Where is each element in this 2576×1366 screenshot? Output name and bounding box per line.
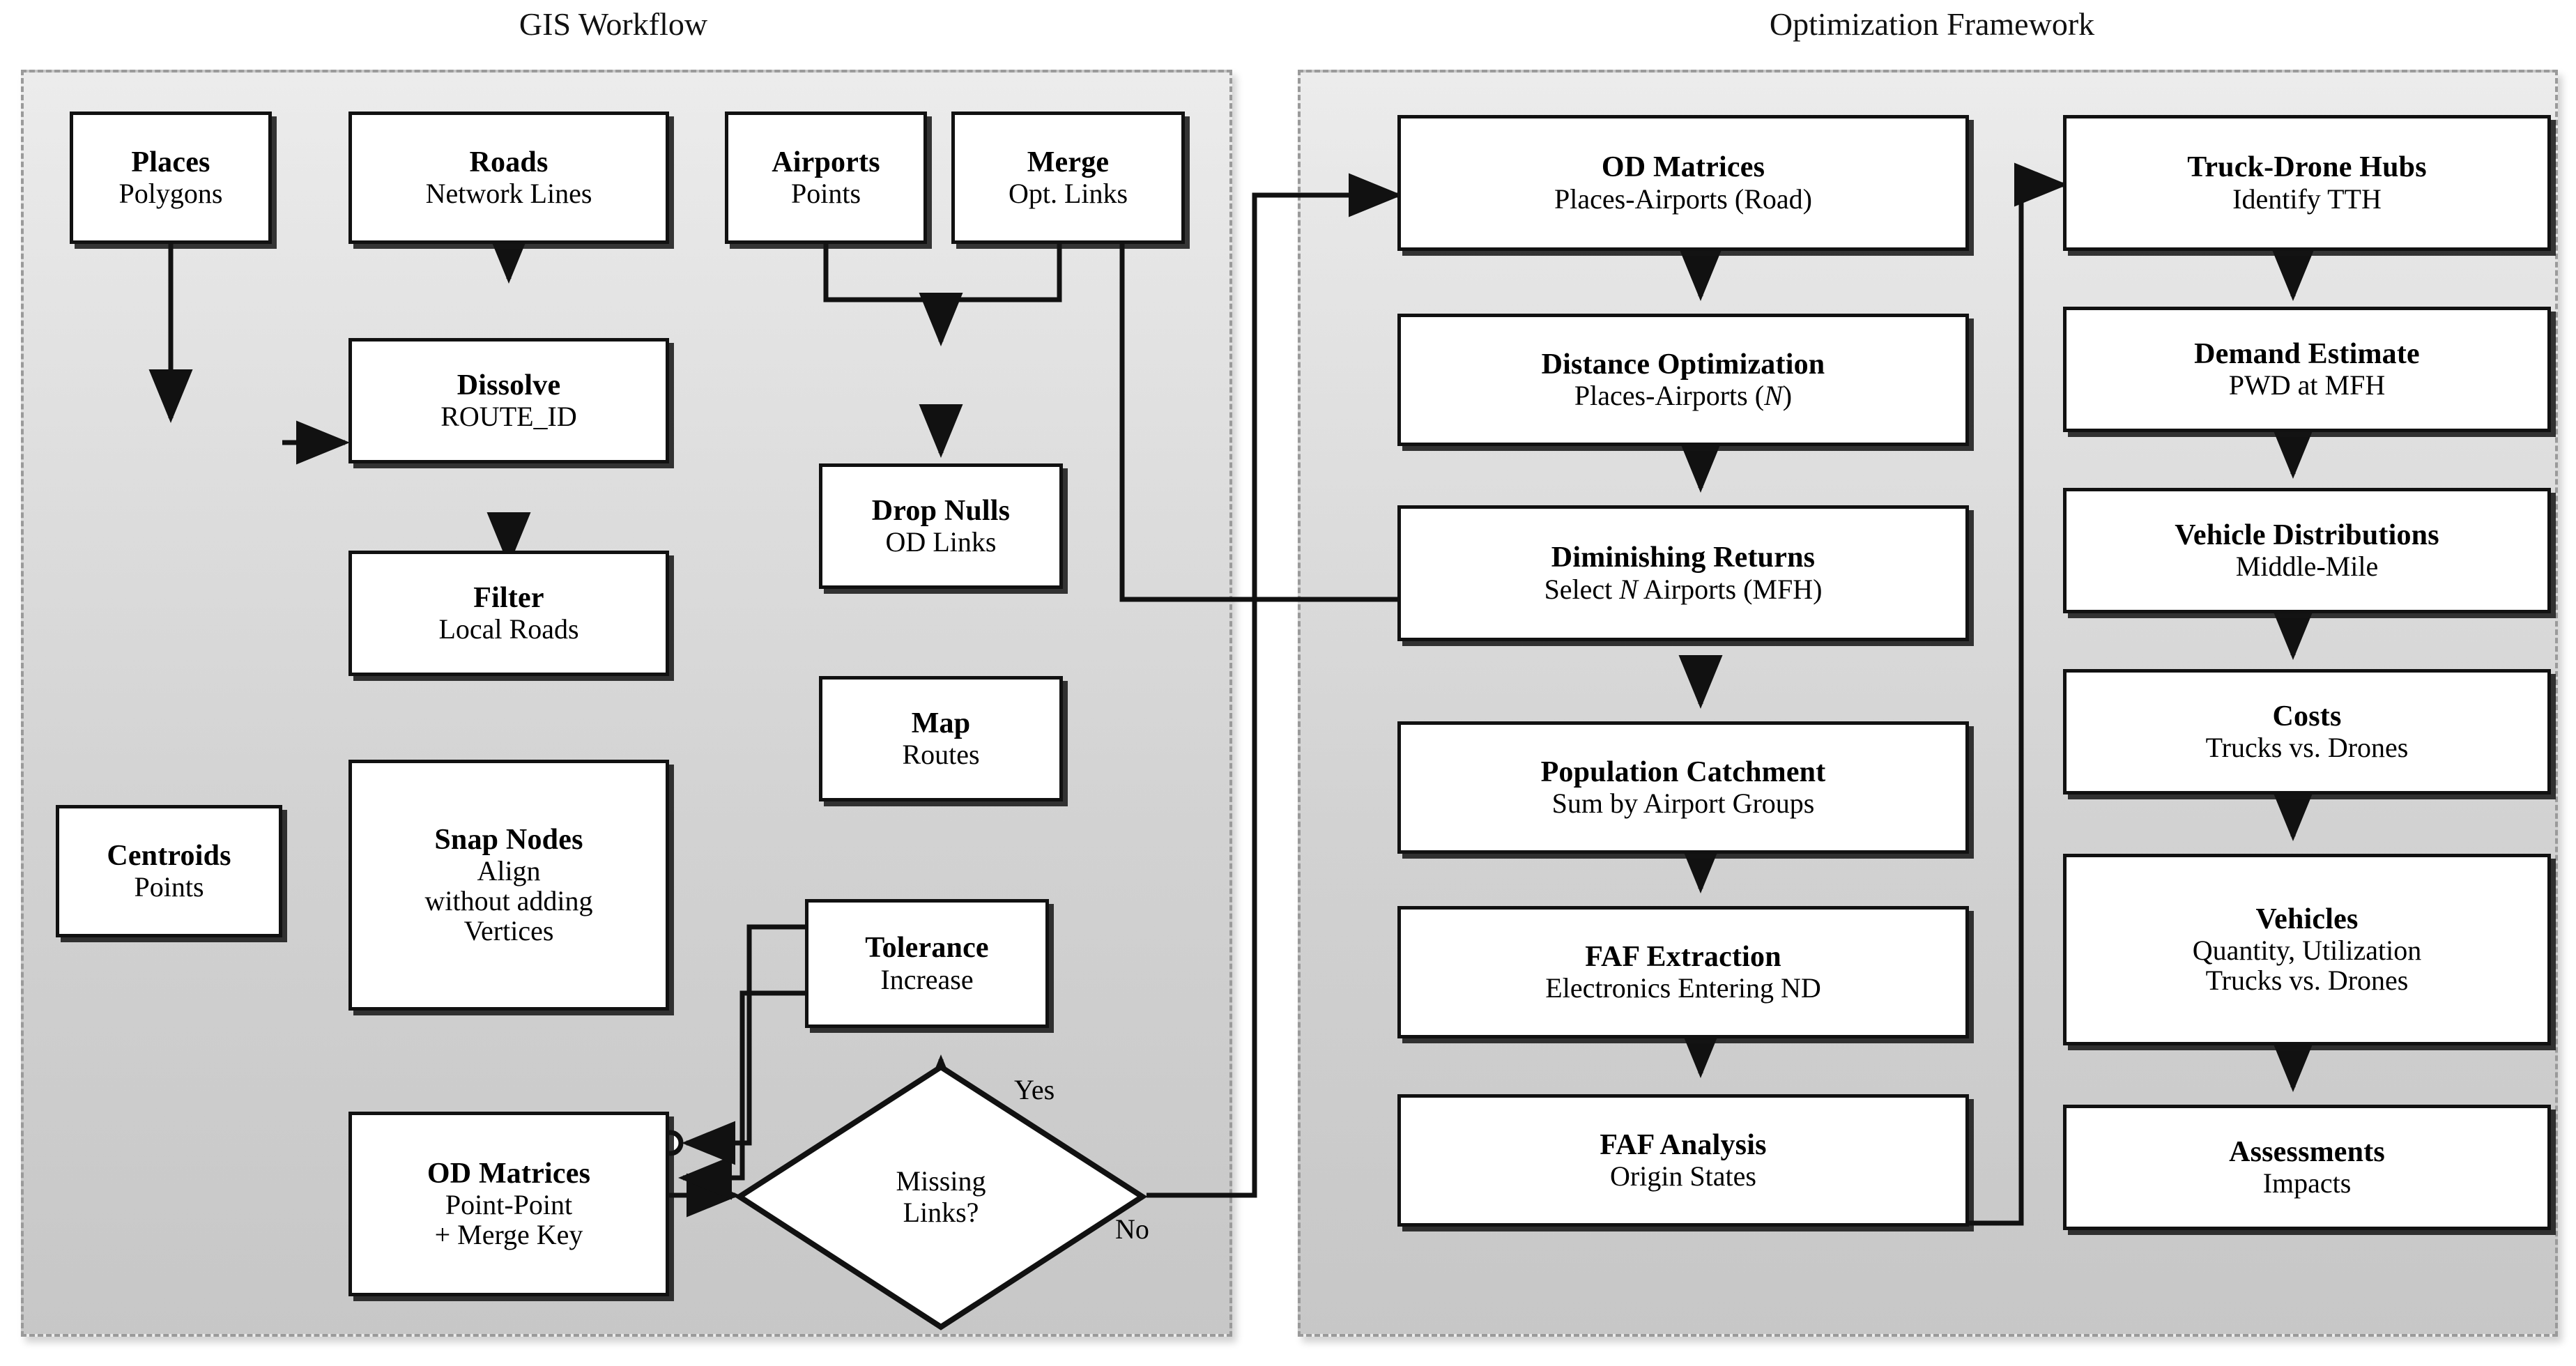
node-demand-estimate-sub: PWD at MFH <box>2228 369 2386 401</box>
node-drop-nulls[interactable]: Drop Nulls OD Links <box>819 463 1063 589</box>
node-dissolve-title: Dissolve <box>457 369 561 401</box>
node-drop-nulls-sub: OD Links <box>885 526 997 558</box>
node-distance-optimization-title: Distance Optimization <box>1541 348 1825 381</box>
optimization-framework-title: Optimization Framework <box>1769 6 2095 42</box>
node-diminishing-returns[interactable]: Diminishing Returns Select N Airports (M… <box>1397 505 1969 641</box>
node-demand-estimate[interactable]: Demand Estimate PWD at MFH <box>2063 307 2551 432</box>
node-od-matrices-opt[interactable]: OD Matrices Places-Airports (Road) <box>1397 115 1969 251</box>
node-centroids[interactable]: Centroids Points <box>56 805 282 937</box>
edge-label-no: No <box>1115 1213 1149 1245</box>
node-assessments[interactable]: Assessments Impacts <box>2063 1105 2551 1230</box>
node-vehicle-distributions[interactable]: Vehicle Distributions Middle-Mile <box>2063 488 2551 613</box>
node-faf-analysis-sub: Origin States <box>1610 1160 1756 1192</box>
node-drop-nulls-title: Drop Nulls <box>871 494 1011 527</box>
node-snap-nodes-sub2: without adding <box>424 885 593 917</box>
node-snap-nodes[interactable]: Snap Nodes Align without adding Vertices <box>348 760 669 1011</box>
node-map-title: Map <box>911 707 971 739</box>
node-roads-sub: Network Lines <box>425 178 592 210</box>
node-assessments-sub: Impacts <box>2262 1167 2352 1199</box>
node-tolerance-title: Tolerance <box>865 932 989 965</box>
decision-line-2: Links? <box>903 1196 979 1228</box>
node-population-catchment-title: Population Catchment <box>1540 755 1826 788</box>
node-od-matrices-gis-sub: Point-Point <box>445 1188 573 1220</box>
node-airports-sub: Points <box>790 178 861 210</box>
node-population-catchment-sub: Sum by Airport Groups <box>1551 788 1815 820</box>
node-od-matrices-opt-title: OD Matrices <box>1601 151 1765 184</box>
node-filter-title: Filter <box>473 581 544 614</box>
node-dissolve-sub: ROUTE_ID <box>440 401 577 433</box>
node-tolerance[interactable]: Tolerance Increase <box>805 899 1049 1028</box>
node-distance-optimization[interactable]: Distance Optimization Places-Airports (N… <box>1397 314 1969 446</box>
node-centroids-sub: Points <box>134 871 204 903</box>
decision-missing-links[interactable]: Missing Links? <box>735 1063 1147 1331</box>
node-airports[interactable]: Airports Points <box>725 112 927 244</box>
node-truck-drone-hubs-title: Truck-Drone Hubs <box>2187 151 2427 184</box>
decision-line-1: Missing <box>896 1165 986 1197</box>
node-filter[interactable]: Filter Local Roads <box>348 551 669 676</box>
node-tolerance-sub: Increase <box>880 963 974 995</box>
node-vehicles-sub2: Trucks vs. Drones <box>2205 965 2409 997</box>
node-faf-analysis-title: FAF Analysis <box>1600 1128 1767 1161</box>
node-diminishing-returns-sub: Select N Airports (MFH) <box>1544 573 1823 605</box>
node-assessments-title: Assessments <box>2229 1135 2385 1168</box>
node-places-title: Places <box>131 146 210 178</box>
node-faf-extraction-sub: Electronics Entering ND <box>1545 972 1821 1004</box>
node-population-catchment[interactable]: Population Catchment Sum by Airport Grou… <box>1397 721 1969 854</box>
node-map[interactable]: Map Routes <box>819 676 1063 801</box>
node-places[interactable]: Places Polygons <box>70 112 272 244</box>
node-od-matrices-gis[interactable]: OD Matrices Point-Point + Merge Key <box>348 1112 669 1296</box>
node-merge-sub: Opt. Links <box>1008 178 1128 210</box>
gis-workflow-title: GIS Workflow <box>519 6 708 42</box>
node-diminishing-returns-title: Diminishing Returns <box>1551 542 1816 574</box>
node-snap-nodes-title: Snap Nodes <box>434 823 583 856</box>
node-vehicles[interactable]: Vehicles Quantity, Utilization Trucks vs… <box>2063 854 2551 1045</box>
node-places-sub: Polygons <box>118 178 223 210</box>
node-demand-estimate-title: Demand Estimate <box>2194 337 2420 370</box>
node-map-sub: Routes <box>902 739 980 771</box>
node-filter-sub: Local Roads <box>438 613 579 645</box>
node-costs[interactable]: Costs Trucks vs. Drones <box>2063 669 2551 795</box>
node-od-matrices-gis-sub2: + Merge Key <box>434 1219 583 1251</box>
node-merge[interactable]: Merge Opt. Links <box>951 112 1185 244</box>
node-faf-extraction[interactable]: FAF Extraction Electronics Entering ND <box>1397 906 1969 1038</box>
node-snap-nodes-sub: Align <box>477 854 541 887</box>
node-airports-title: Airports <box>772 146 880 178</box>
node-dissolve[interactable]: Dissolve ROUTE_ID <box>348 338 669 463</box>
node-merge-title: Merge <box>1027 146 1110 178</box>
node-od-matrices-opt-sub: Places-Airports (Road) <box>1554 183 1812 215</box>
node-vehicle-distributions-title: Vehicle Distributions <box>2175 519 2439 551</box>
node-faf-analysis[interactable]: FAF Analysis Origin States <box>1397 1094 1969 1227</box>
node-truck-drone-hubs-sub: Identify TTH <box>2232 183 2382 215</box>
edge-label-yes: Yes <box>1014 1074 1055 1105</box>
node-faf-extraction-title: FAF Extraction <box>1585 940 1781 973</box>
node-roads-title: Roads <box>469 146 549 178</box>
node-vehicles-title: Vehicles <box>2255 903 2359 935</box>
node-vehicle-distributions-sub: Middle-Mile <box>2235 551 2379 583</box>
node-centroids-title: Centroids <box>107 839 231 872</box>
node-roads[interactable]: Roads Network Lines <box>348 112 669 244</box>
node-truck-drone-hubs[interactable]: Truck-Drone Hubs Identify TTH <box>2063 115 2551 251</box>
node-snap-nodes-sub3: Vertices <box>463 915 554 947</box>
node-distance-optimization-sub: Places-Airports (N) <box>1574 380 1793 412</box>
node-vehicles-sub: Quantity, Utilization <box>2192 934 2422 966</box>
node-costs-sub: Trucks vs. Drones <box>2205 732 2409 764</box>
node-costs-title: Costs <box>2272 700 2342 732</box>
node-od-matrices-gis-title: OD Matrices <box>427 1157 591 1190</box>
